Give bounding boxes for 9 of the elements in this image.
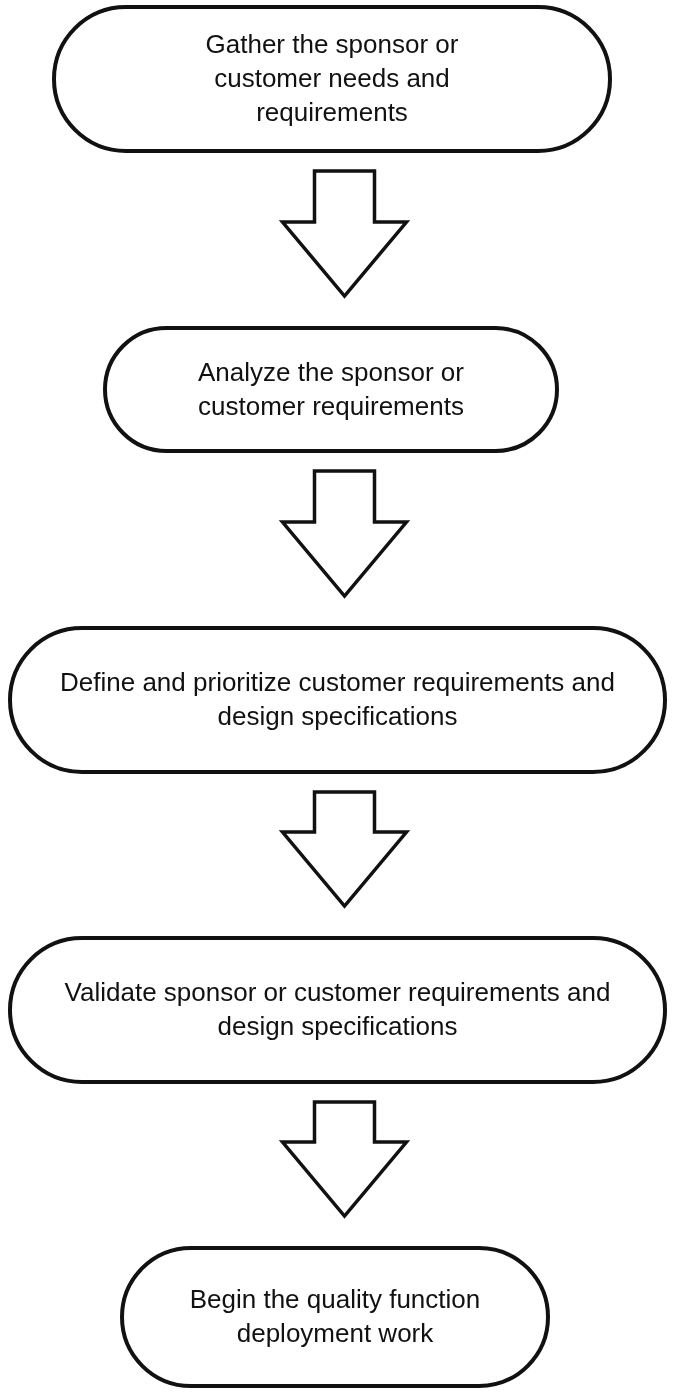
step-text: Validate sponsor or customer requirements and design specifications xyxy=(63,976,612,1043)
step-text: Analyze the sponsor or customer requirements xyxy=(197,355,465,423)
step-text: Define and prioritize customer requirements and design specifications xyxy=(59,666,616,733)
block-arrow xyxy=(278,1100,411,1219)
block-arrow xyxy=(278,469,411,599)
block-arrow xyxy=(278,169,411,299)
step-text: Begin the quality function deployment work xyxy=(188,1283,482,1350)
block-arrow xyxy=(278,790,411,909)
step-text: Gather the sponsor or customer needs and requirements xyxy=(204,28,460,129)
